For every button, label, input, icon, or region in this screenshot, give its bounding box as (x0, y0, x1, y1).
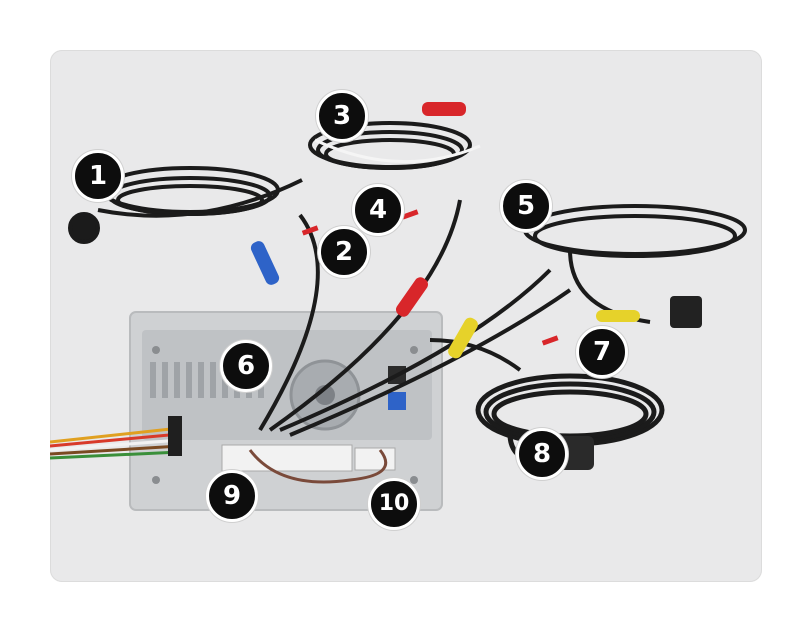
callout-number-9: 9 (206, 470, 258, 522)
red-plug-4 (401, 209, 419, 220)
callout-number-7: 7 (576, 326, 628, 378)
blue-sleeve (250, 241, 280, 285)
photo-frame: 1 2 3 4 5 6 7 8 9 10 (50, 50, 762, 582)
callout-number-8: 8 (516, 428, 568, 480)
callout-number-2: 2 (318, 226, 370, 278)
cable-coil-3 (308, 121, 481, 170)
cable-coil-5 (523, 204, 747, 324)
callout-number-3: 3 (316, 90, 368, 142)
yellow-sleeve-7 (596, 310, 640, 322)
callout-number-1: 1 (72, 150, 124, 202)
cable-coil-1 (68, 166, 303, 244)
callout-number-6: 6 (220, 340, 272, 392)
yellow-sleeve-trunk (448, 317, 478, 359)
callout-number-5: 5 (500, 180, 552, 232)
red-plug-7 (541, 335, 559, 346)
power-harness-wires (50, 416, 182, 460)
callout-number-10: 10 (368, 478, 420, 530)
red-sleeve-3 (422, 102, 466, 116)
red-plug-2 (301, 225, 319, 236)
red-sleeve-trunk (396, 277, 428, 317)
wiring-harness-photo (50, 102, 747, 511)
camera-connector-7 (670, 296, 702, 328)
callout-number-4: 4 (352, 184, 404, 236)
